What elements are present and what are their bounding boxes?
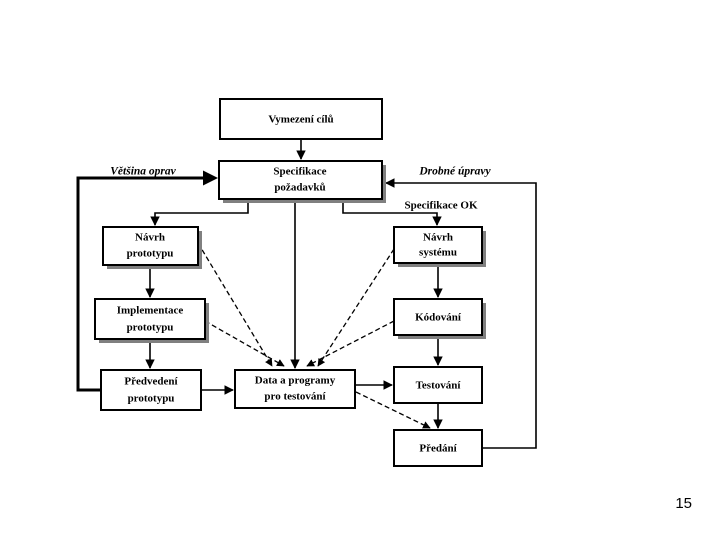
node-navrh-systemu-label-2: systému [419,247,457,259]
node-specifikace-pozadavku-label-2: požadavků [274,182,325,194]
node-predvedeni-prototypu-label-2: prototypu [128,393,175,405]
edge-implementace-to-data-dashed [204,320,285,367]
edge-navrh-prototypu-to-data-dashed [197,242,273,367]
edge-label-drobne-upravy: Drobné úpravy [418,166,491,178]
node-specifikace-pozadavku-label-1: Specifikace [273,166,326,178]
node-specifikace-pozadavku[interactable]: Specifikace požadavků [218,160,386,203]
node-testovani-label: Testování [416,380,462,392]
node-navrh-prototypu-label-1: Návrh [135,232,165,244]
node-kodovani-label: Kódování [415,312,462,324]
edge-predvedeni-to-specifikace-vetsina-oprav [76,170,218,392]
node-vymezeni-cilu-label: Vymezení cílů [268,114,333,126]
node-data-a-programy[interactable]: Data a programy pro testování [234,369,356,409]
page-number: 15 [675,495,692,512]
node-predvedeni-prototypu-label-1: Předvedení [124,376,178,388]
node-navrh-prototypu[interactable]: Návrh prototypu [102,226,202,269]
edge-label-specifikace-ok: Specifikace OK [404,200,477,212]
node-implementace-prototypu-label-1: Implementace [117,305,184,317]
edge-label-vetsina-oprav: Většina oprav [110,166,176,178]
node-predani-label: Předání [419,443,457,455]
edge-kodovani-to-data-dashed [306,320,395,367]
node-navrh-systemu-label-1: Návrh [423,232,453,244]
node-data-a-programy-label-2: pro testování [264,391,326,403]
edge-specifikace-to-navrh-systemu [342,199,442,226]
edge-specifikace-to-navrh-prototypu [150,199,249,226]
node-predani[interactable]: Předání [393,429,483,467]
node-navrh-prototypu-label-2: prototypu [127,248,174,260]
edge-navrh-systemu-to-data-dashed [317,248,395,367]
node-navrh-systemu[interactable]: Návrh systému [393,226,486,267]
node-implementace-prototypu[interactable]: Implementace prototypu [94,298,209,343]
node-implementace-prototypu-label-2: prototypu [127,322,174,334]
node-predvedeni-prototypu[interactable]: Předvedení prototypu [100,369,202,411]
edge-data-programy-to-predani-dashed [355,391,431,429]
node-vymezeni-cilu[interactable]: Vymezení cílů [219,98,383,140]
edge-predani-to-specifikace-drobne-upravy [385,178,537,449]
node-data-a-programy-label-1: Data a programy [255,375,336,387]
node-kodovani[interactable]: Kódování [393,298,486,339]
node-testovani[interactable]: Testování [393,366,483,404]
